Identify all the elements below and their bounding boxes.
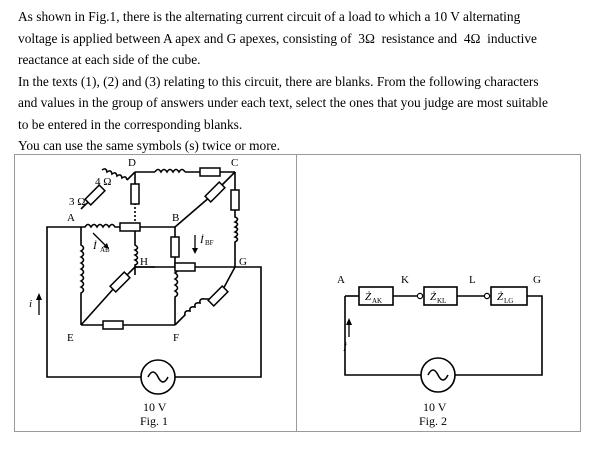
node-F: F [173, 332, 179, 344]
label-3ohm: 3 Ω [69, 196, 85, 208]
impedance-zak [358, 286, 394, 306]
figure-2-equivalent-circuit: A K L G Ż AK Ż KL Ż LG İ 10 V Fig. 2 [337, 274, 543, 428]
node-G: G [239, 256, 247, 268]
p1-line3: reactance at each side of the cube. [18, 52, 201, 67]
paragraph-2: In the texts (1), (2) and (3) relating t… [18, 71, 592, 136]
p1-resistance-text: resistance and [381, 30, 458, 46]
fig1-caption: Fig. 1 [140, 414, 168, 428]
node-G: G [533, 274, 541, 286]
p1-inductive-text: inductive [487, 30, 538, 46]
fig2-caption: Fig. 2 [419, 414, 447, 428]
p2-line3: to be entered in the corresponding blank… [18, 116, 243, 132]
p1-line1: As shown in Fig.1, there is the alternat… [18, 9, 521, 24]
impedance-zkl [423, 286, 458, 306]
p1-line2: voltage is applied between A apex and G … [18, 30, 352, 46]
figure-1-panel: D C 4 Ω 3 Ω A B H G E F i İ AB İ BF 10 V… [14, 154, 297, 432]
node-C: C [231, 157, 238, 169]
label-current-iab-sub: AB [100, 246, 110, 254]
label-current-ibf: İ [199, 234, 205, 246]
paragraph-1: As shown in Fig.1, there is the alternat… [18, 6, 592, 71]
node-E: E [67, 332, 74, 344]
p2-line2: and values in the group of answers under… [18, 95, 548, 110]
figure-1-cube-circuit: D C 4 Ω 3 Ω A B H G E F i İ AB İ BF 10 V… [29, 157, 262, 428]
p2-line1: In the texts (1), (2) and (3) relating t… [18, 73, 539, 89]
figure-2-panel: A K L G Ż AK Ż KL Ż LG İ 10 V Fig. 2 [296, 154, 581, 432]
node-H: H [140, 256, 148, 268]
label-zlg-sub: LG [504, 297, 513, 305]
impedance-zlg [490, 286, 528, 306]
reactance-value: 4Ω [463, 30, 481, 46]
label-current-iab: İ [92, 240, 98, 252]
fig1-source-value: 10 V [143, 400, 167, 414]
label-current-i: İ [342, 342, 348, 354]
node-L: L [469, 274, 476, 286]
node-D: D [128, 157, 136, 169]
node-A: A [337, 274, 345, 286]
label-zkl-sub: KL [437, 297, 446, 305]
label-current-i: i [29, 298, 32, 310]
fig2-source-value: 10 V [423, 400, 447, 414]
node-A: A [67, 212, 75, 224]
label-zak-sub: AK [372, 297, 382, 305]
resistance-value: 3Ω [358, 30, 375, 46]
label-current-ibf-sub: BF [205, 239, 214, 247]
label-4ohm: 4 Ω [95, 176, 111, 188]
label-zkl: Ż [430, 291, 437, 303]
label-zak: Ż [365, 291, 372, 303]
node-l-dot [483, 292, 491, 300]
node-K: K [401, 274, 409, 286]
node-B: B [172, 212, 179, 224]
node-k-dot [416, 292, 424, 300]
problem-statement: As shown in Fig.1, there is the alternat… [18, 6, 592, 157]
paragraph-3: You can use the same symbols (s) twice o… [18, 138, 280, 153]
label-zlg: Ż [497, 291, 504, 303]
